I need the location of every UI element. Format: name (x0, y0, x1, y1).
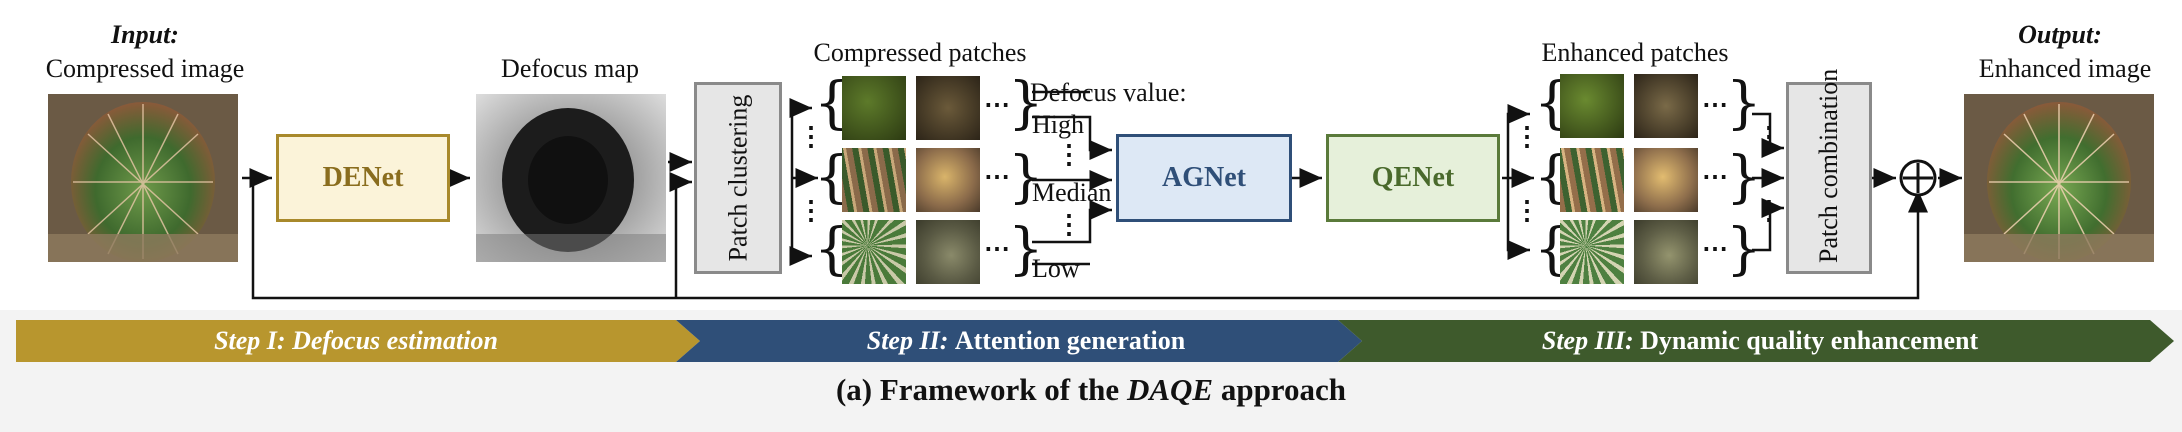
vertical-ellipsis-icon: ⋮ (1056, 140, 1082, 169)
patch-thumbnail (1560, 220, 1624, 284)
enhanced-patches-label: Enhanced patches (1541, 38, 1729, 67)
defocus-map-image (476, 94, 666, 262)
patch-combination-box: Patch combination (1786, 68, 1872, 274)
step-1-label: Step I: Defocus estimation (16, 320, 696, 362)
vertical-ellipsis-icon: ⋮ (1514, 122, 1540, 151)
patch-thumbnail (842, 76, 906, 140)
patch-clustering-box: Patch clustering (694, 82, 782, 274)
agnet-box: AGNet (1116, 134, 1292, 222)
patch-thumbnail (916, 148, 980, 212)
plus-circle-icon (1899, 159, 1937, 197)
right-brace-icon: } (1008, 71, 1044, 136)
step-3-label: Step III: Dynamic quality enhancement (1360, 320, 2160, 362)
patch-thumbnail (1634, 220, 1698, 284)
defocus-value-low: Low (1032, 254, 1080, 283)
step-2-prefix: Step II: (866, 326, 949, 355)
right-brace-icon: } (1726, 71, 1762, 136)
step-1-text: Defocus estimation (292, 326, 498, 355)
step-1-prefix: Step I: (214, 326, 286, 355)
vertical-ellipsis-icon: ⋮ (1756, 196, 1782, 225)
defocus-value-median: Median (1032, 178, 1112, 207)
horizontal-ellipsis-icon: ⋯ (1702, 90, 1728, 119)
patch-thumbnail (916, 76, 980, 140)
figure-caption: (a) Framework of the DAQE approach (0, 372, 2182, 408)
input-label: Compressed image (45, 54, 245, 83)
vertical-ellipsis-icon: ⋮ (798, 196, 824, 225)
patch-thumbnail (916, 220, 980, 284)
patch-thumbnail (1560, 148, 1624, 212)
right-brace-icon: } (1726, 145, 1762, 210)
patch-thumbnail (1634, 74, 1698, 138)
patch-thumbnail (842, 220, 906, 284)
right-brace-icon: } (1726, 217, 1762, 282)
step-3-text: Dynamic quality enhancement (1640, 326, 1979, 355)
step-banner-arrows (16, 320, 2174, 362)
patch-thumbnail (1634, 148, 1698, 212)
right-brace-icon: } (1008, 217, 1044, 282)
vertical-ellipsis-icon: ⋮ (1056, 210, 1082, 239)
horizontal-ellipsis-icon: ⋯ (984, 234, 1010, 263)
connector-arrows (242, 90, 1962, 300)
output-heading: Output: (2018, 20, 2102, 49)
vertical-ellipsis-icon: ⋮ (798, 122, 824, 151)
denet-box: DENet (276, 134, 450, 222)
caption-suffix: approach (1213, 372, 1347, 407)
horizontal-ellipsis-icon: ⋯ (1702, 234, 1728, 263)
qenet-box: QENet (1326, 134, 1500, 222)
patch-clustering-label: Patch clustering (723, 94, 753, 262)
step-2-text: Attention generation (954, 326, 1186, 355)
caption-prefix: (a) Framework of the (835, 372, 1127, 407)
horizontal-ellipsis-icon: ⋯ (1702, 162, 1728, 191)
input-heading: Input: (111, 20, 179, 49)
right-brace-icon: } (1008, 145, 1044, 210)
output-label: Enhanced image (1978, 54, 2152, 83)
input-image (48, 94, 238, 262)
step-3-prefix: Step III: (1541, 326, 1634, 355)
compressed-patches-label: Compressed patches (813, 38, 1027, 67)
horizontal-ellipsis-icon: ⋯ (984, 162, 1010, 191)
horizontal-ellipsis-icon: ⋯ (984, 90, 1010, 119)
defocus-map-label: Defocus map (501, 54, 639, 83)
vertical-ellipsis-icon: ⋮ (1756, 122, 1782, 151)
step-2-label: Step II: Attention generation (696, 320, 1356, 362)
defocus-value-high: High (1032, 110, 1084, 139)
output-image (1964, 94, 2154, 262)
caption-method: DAQE (1126, 372, 1214, 407)
defocus-value-title: Defocus value: (1030, 78, 1187, 107)
patch-thumbnail (1560, 74, 1624, 138)
vertical-ellipsis-icon: ⋮ (1514, 196, 1540, 225)
patch-thumbnail (842, 148, 906, 212)
patch-combination-label: Patch combination (1814, 68, 1843, 263)
